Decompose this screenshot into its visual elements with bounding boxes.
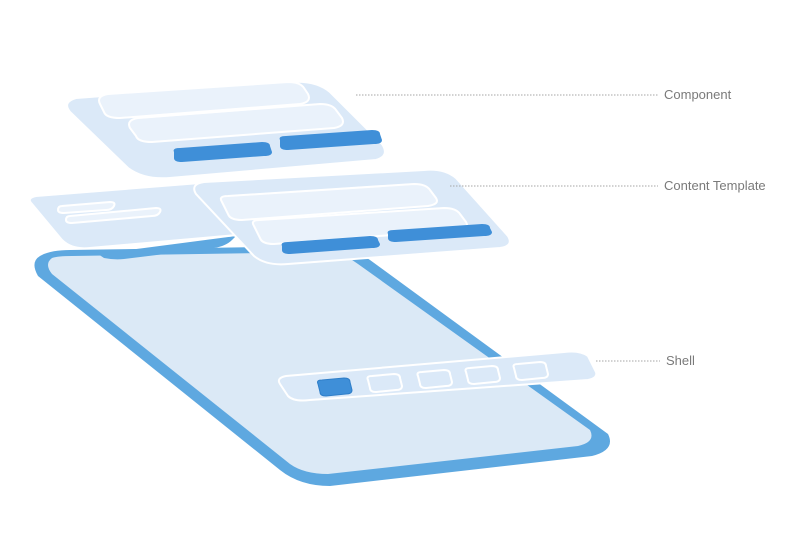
template-button-left: [281, 236, 380, 254]
tab-icon: [464, 364, 502, 386]
component-card-top: [98, 80, 310, 120]
component-label: Component: [664, 87, 732, 102]
component-button-right: [279, 130, 382, 150]
component-layer: [66, 80, 386, 180]
template-sidebar-line: [64, 206, 162, 225]
active-tab-icon: [317, 377, 353, 397]
shell-label: Shell: [666, 353, 695, 368]
content-template-layer: [28, 168, 511, 266]
device-screen: [48, 252, 592, 474]
component-card-middle: [128, 102, 344, 144]
tab-icon: [366, 372, 404, 394]
device-notch: [98, 236, 236, 260]
component-button-left: [173, 142, 272, 162]
shell-layer: [34, 236, 610, 486]
tab-icon: [512, 360, 550, 382]
template-button-right: [387, 224, 492, 242]
content-template-label: Content Template: [664, 178, 766, 193]
template-card-top: [219, 182, 438, 222]
tab-icon: [416, 368, 454, 390]
template-sidebar-line: [56, 200, 116, 215]
template-card-middle: [251, 206, 468, 246]
